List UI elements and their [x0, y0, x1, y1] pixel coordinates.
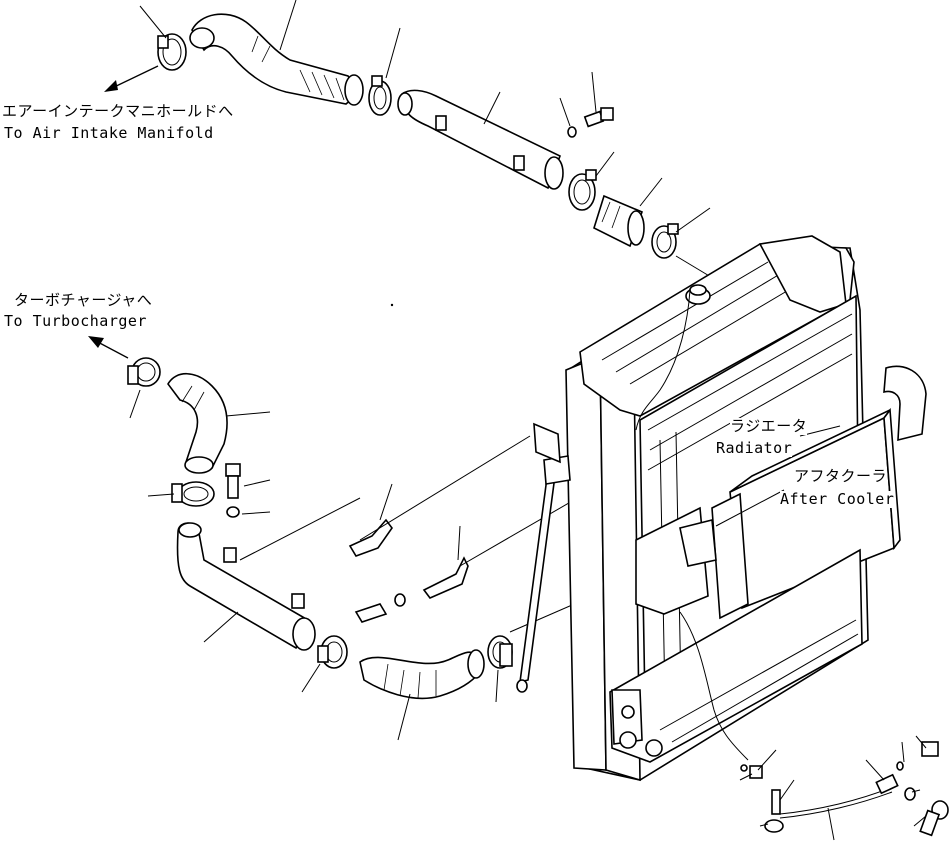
- label-radiator-en: Radiator: [716, 439, 793, 457]
- upper-clamp-4: [651, 223, 679, 259]
- upper-clamp-3: [568, 169, 597, 211]
- upper-bent-hose: [189, 13, 364, 106]
- sensor-cable-group: [739, 735, 949, 841]
- lower-clamp-2: [171, 481, 215, 507]
- label-turbo-en: To Turbocharger: [4, 312, 147, 330]
- sensor-body: [875, 741, 949, 837]
- lower-bent-hose: [167, 372, 228, 474]
- lower-clamp-4: [487, 635, 513, 669]
- arrows: [88, 65, 159, 359]
- upper-washer-bolt: [567, 107, 614, 138]
- lower-brackets: [348, 518, 469, 623]
- stray-dot: [390, 303, 394, 307]
- upper-metal-tube: [397, 89, 564, 190]
- small-bolt-1: [740, 764, 763, 779]
- label-turbo-jp: ターボチャージャへ: [14, 291, 153, 309]
- label-aftercooler-jp: アフタクーラ: [794, 467, 888, 485]
- lower-bolt-washer: [225, 463, 241, 518]
- ring-terminal: [764, 787, 893, 833]
- radiator-assembly: [516, 235, 927, 782]
- label-air-intake-en: To Air Intake Manifold: [4, 124, 214, 142]
- lower-curved-hose: [359, 649, 485, 700]
- lower-top-clamp: [127, 357, 161, 387]
- label-radiator-jp: ラジエータ: [730, 417, 808, 435]
- upper-hose-group: [157, 13, 679, 259]
- lower-metal-tube: [176, 522, 316, 651]
- upper-short-hose: [593, 194, 645, 248]
- lower-hose-group: [127, 357, 513, 700]
- lower-clamp-3: [317, 635, 348, 669]
- label-aftercooler-en: After Cooler: [780, 490, 895, 508]
- upper-clamp-2: [368, 75, 392, 116]
- upper-left-clamp: [157, 33, 187, 71]
- label-air-intake-jp: エアーインテークマニホールドへ: [2, 102, 234, 120]
